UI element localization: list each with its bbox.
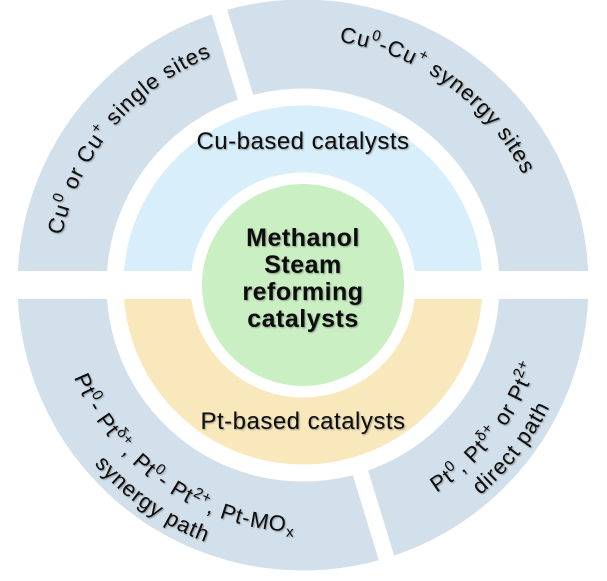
middle-ring-bottom-half xyxy=(123,284,483,465)
top-divider-slit xyxy=(208,0,257,112)
middle-label-cu-based: Cu-based catalysts xyxy=(196,128,409,155)
middle-ring xyxy=(123,105,483,465)
center-circle xyxy=(202,184,404,386)
center-title-line-3: reforming xyxy=(242,278,363,306)
middle-ring-labels: Cu-based catalysts Pt-based catalysts xyxy=(196,128,409,435)
center-title-line-4: catalysts xyxy=(247,305,359,333)
middle-label-pt-based: Pt-based catalysts xyxy=(200,408,405,435)
center-title-line-1: Methanol xyxy=(246,224,360,252)
center-title: Methanol Steam reforming catalysts xyxy=(242,224,363,333)
center-title-line-2: Steam xyxy=(264,251,342,279)
bottom-divider-slit xyxy=(349,458,398,573)
middle-ring-top-half xyxy=(123,105,483,286)
